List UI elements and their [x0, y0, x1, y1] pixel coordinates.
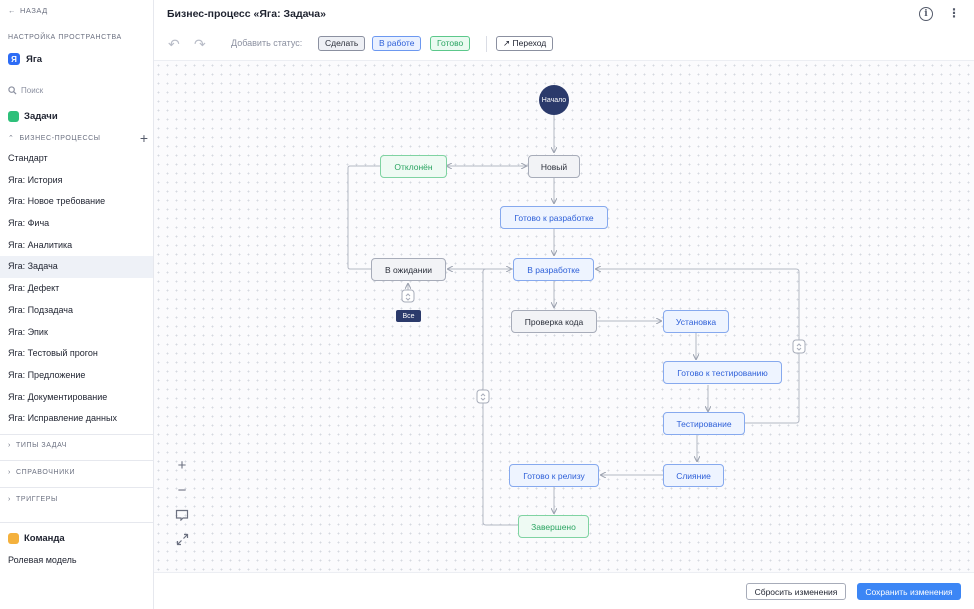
- add-process-icon[interactable]: +: [139, 130, 148, 146]
- chevron-right-icon: ›: [8, 469, 11, 476]
- space-logo-icon: Я: [8, 53, 20, 65]
- search-placeholder: Поиск: [21, 86, 44, 95]
- references-label: СПРАВОЧНИКИ: [15, 469, 76, 476]
- sidebar-process-item[interactable]: Яга: Предложение: [8, 369, 86, 380]
- add-transition-button[interactable]: ↗ Переход: [496, 36, 554, 51]
- zoom-out-icon[interactable]: −: [177, 481, 187, 499]
- toolbar-divider: [486, 36, 487, 52]
- arrow-up-right-icon: ↗: [503, 38, 511, 48]
- save-changes-button[interactable]: Сохранить изменения: [857, 583, 961, 600]
- reset-changes-button[interactable]: Сбросить изменения: [746, 583, 846, 600]
- sidebar: ← НАЗАД НАСТРОЙКА ПРОСТРАНСТВА Я Яга Пои…: [0, 0, 154, 609]
- sidebar-process-item[interactable]: Яга: Дефект: [8, 283, 60, 294]
- node-ready-for-dev[interactable]: Готово к разработке: [500, 206, 608, 229]
- search-input[interactable]: Поиск: [8, 86, 43, 95]
- back-label: НАЗАД: [20, 6, 48, 15]
- redo-icon[interactable]: ↷: [194, 36, 206, 52]
- nav-team[interactable]: Команда: [8, 533, 65, 544]
- nav-references[interactable]: › СПРАВОЧНИКИ: [8, 469, 75, 476]
- settings-caption: НАСТРОЙКА ПРОСТРАНСТВА: [8, 34, 122, 41]
- add-status-todo-button[interactable]: Сделать: [318, 36, 366, 51]
- node-ready-for-release[interactable]: Готово к релизу: [509, 464, 599, 487]
- fit-view-icon[interactable]: [169, 527, 195, 551]
- arrow-left-icon: ←: [8, 6, 16, 15]
- add-status-label: Добавить статус:: [231, 38, 303, 48]
- node-code-review[interactable]: Проверка кода: [511, 310, 597, 333]
- sidebar-process-item[interactable]: Яга: Документирование: [8, 391, 108, 402]
- node-new[interactable]: Новый: [528, 155, 580, 178]
- sidebar-process-item[interactable]: Яга: История: [8, 174, 63, 185]
- undo-icon[interactable]: ↶: [168, 36, 180, 52]
- space-selector[interactable]: Я Яга: [8, 53, 42, 65]
- node-ready-for-test[interactable]: Готово к тестированию: [663, 361, 782, 384]
- sidebar-process-item[interactable]: Яга: Исправление данных: [8, 413, 117, 424]
- nav-roles[interactable]: Ролевая модель: [8, 555, 77, 565]
- node-rejected[interactable]: Отклонён: [380, 155, 447, 178]
- sidebar-process-item[interactable]: Стандарт: [8, 153, 48, 163]
- node-waiting[interactable]: В ожидании: [371, 258, 446, 281]
- transition-label: Переход: [512, 38, 547, 48]
- sidebar-process-item[interactable]: Яга: Новое требование: [8, 196, 106, 207]
- more-icon[interactable]: ⋮: [948, 6, 960, 20]
- sidebar-process-item[interactable]: Яга: Тестовый прогон: [8, 348, 98, 359]
- divider: [0, 434, 153, 435]
- back-link[interactable]: ← НАЗАД: [8, 6, 48, 15]
- nav-tasks[interactable]: Задачи: [8, 111, 58, 122]
- sidebar-process-item[interactable]: Яга: Подзадача: [8, 304, 74, 315]
- sidebar-process-item[interactable]: Яга: Фича: [8, 218, 50, 229]
- node-install[interactable]: Установка: [663, 310, 729, 333]
- nav-task-types[interactable]: › ТИПЫ ЗАДАЧ: [8, 442, 67, 449]
- zoom-panel: + −: [169, 450, 195, 554]
- chevron-up-icon: ⌃: [8, 135, 15, 142]
- chevron-right-icon: ›: [8, 496, 11, 503]
- all-badge[interactable]: Все: [396, 310, 421, 322]
- sidebar-process-item[interactable]: Яга: Задача: [0, 256, 153, 279]
- zoom-in-icon[interactable]: +: [177, 456, 187, 474]
- team-label: Команда: [24, 533, 65, 544]
- bp-caption: БИЗНЕС-ПРОЦЕССЫ: [19, 134, 101, 142]
- divider: [0, 487, 153, 488]
- chevron-right-icon: ›: [8, 442, 11, 449]
- search-icon: [8, 86, 17, 95]
- space-name: Яга: [26, 53, 43, 65]
- toolbar: ↶ ↷ Добавить статус: Сделать В работе Го…: [154, 30, 974, 61]
- node-finished[interactable]: Завершено: [518, 515, 589, 538]
- node-start[interactable]: Начало: [539, 85, 569, 115]
- divider: [0, 522, 153, 523]
- add-status-in-progress-button[interactable]: В работе: [372, 36, 422, 51]
- sidebar-process-item[interactable]: Яга: Эпик: [8, 326, 48, 337]
- minimap-icon[interactable]: [169, 503, 195, 527]
- page-title: Бизнес-процесс «Яга: Задача»: [167, 8, 326, 20]
- sidebar-process-item[interactable]: Яга: Аналитика: [8, 239, 73, 250]
- team-icon: [8, 533, 19, 544]
- triggers-label: ТРИГГЕРЫ: [15, 496, 58, 503]
- info-icon[interactable]: i: [919, 7, 933, 21]
- task-types-label: ТИПЫ ЗАДАЧ: [15, 442, 68, 449]
- tasks-label: Задачи: [24, 111, 58, 122]
- divider: [0, 460, 153, 461]
- business-processes-header[interactable]: ⌃ БИЗНЕС-ПРОЦЕССЫ +: [8, 130, 148, 146]
- node-testing[interactable]: Тестирование: [663, 412, 745, 435]
- node-in-dev[interactable]: В разработке: [513, 258, 594, 281]
- node-merge[interactable]: Слияние: [663, 464, 724, 487]
- tasks-icon: [8, 111, 19, 122]
- nav-triggers[interactable]: › ТРИГГЕРЫ: [8, 496, 58, 503]
- footer: Сбросить изменения Сохранить изменения: [154, 572, 974, 609]
- add-status-done-button[interactable]: Готово: [430, 36, 471, 51]
